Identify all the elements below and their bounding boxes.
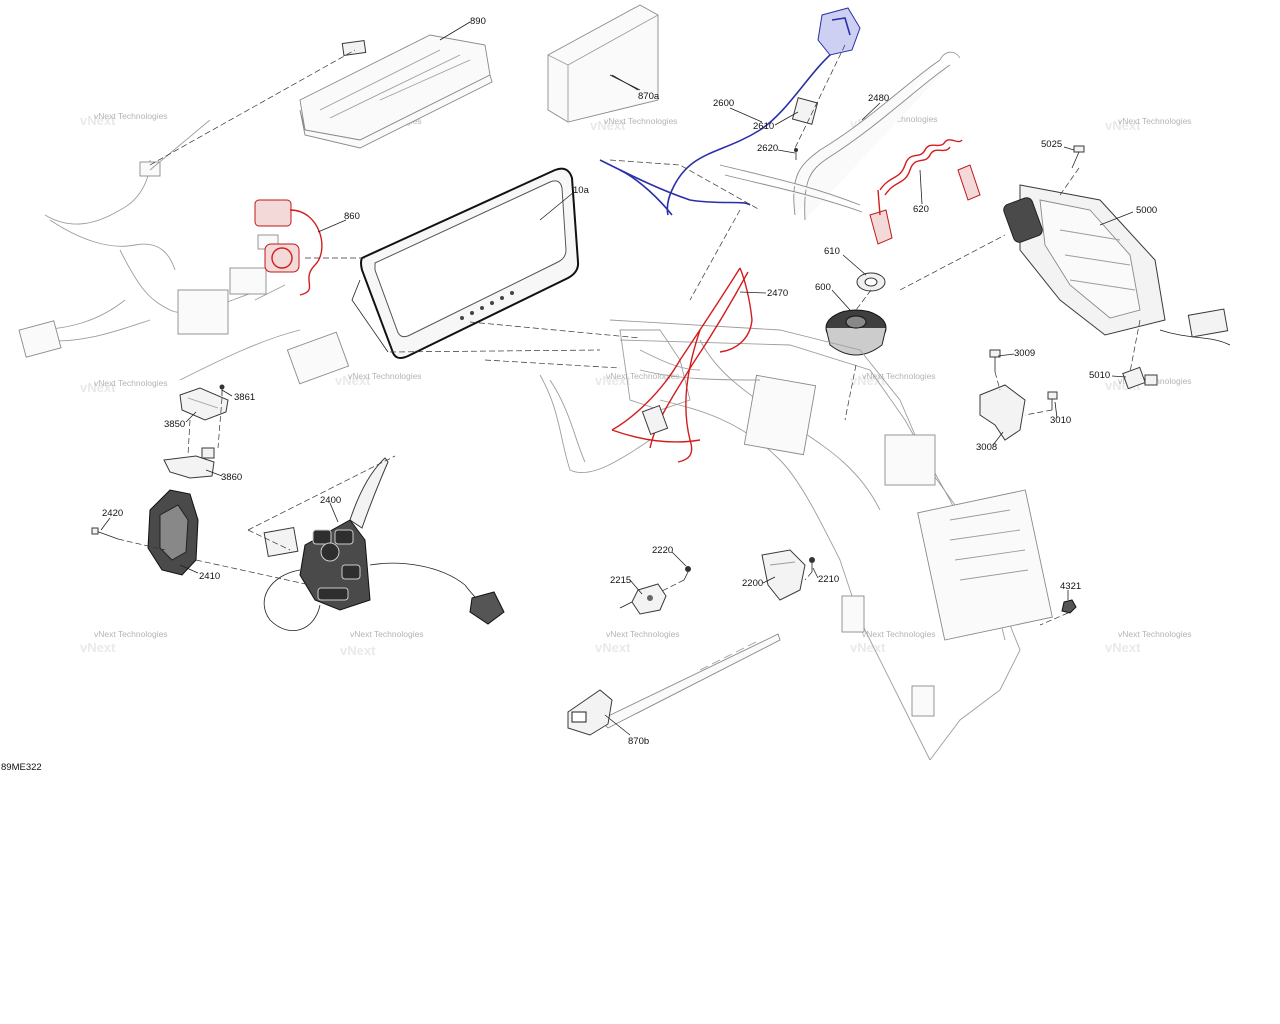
watermark: vNext Technologies [606,371,680,381]
callout-2600: 2600 [713,98,734,109]
callout-3860: 3860 [221,472,242,483]
callout-860: 860 [344,211,360,222]
part-2215-sensor [619,583,667,615]
svg-text:vNext: vNext [595,373,631,388]
part-5025-bolt [1071,145,1085,169]
part-2470-red-harness [611,267,753,463]
watermark: vNext Technologies [1118,629,1192,639]
leader-lines [100,74,1134,736]
callout-2215: 2215 [610,575,631,586]
part-2420-screw [91,527,119,540]
svg-text:vNext: vNext [80,380,116,395]
callout-5000: 5000 [1136,205,1157,216]
callout-5010: 5010 [1089,370,1110,381]
left-wiring-harness [18,119,350,385]
part-5000-ecm [1003,184,1231,346]
part-2600-blue-harness [599,7,861,216]
part-2400-switch-assembly [263,457,505,631]
part-4321-nut [1061,599,1077,614]
watermark: vNext Technologies [94,378,168,388]
part-2210-screw [809,557,815,572]
callout-labels: 890 870a 2600 2610 2620 2480 620 860 10a… [102,16,1157,747]
callout-2620: 2620 [757,143,778,154]
callout-2420: 2420 [102,508,123,519]
callout-4321: 4321 [1060,581,1081,592]
svg-text:vNext: vNext [590,118,626,133]
callout-2480: 2480 [868,93,889,104]
callout-890: 890 [470,16,486,27]
svg-text:vNext: vNext [1105,118,1141,133]
part-890-storage-case [299,21,493,149]
svg-text:vNext: vNext [850,373,886,388]
svg-text:vNext: vNext [595,640,631,655]
part-860-red-connector [254,199,323,296]
watermark: vNext Technologies [862,629,936,639]
part-2620-screw [794,148,798,160]
part-870a-manual [547,4,659,123]
central-frame [539,319,1053,761]
part-610-ring [856,272,886,292]
watermark-layer: vNext vNext Technologies vNext vNext Tec… [80,111,1192,658]
part-3850-module [179,387,229,421]
watermark: vNext Technologies [862,371,936,381]
callout-2470: 2470 [767,288,788,299]
callout-600: 600 [815,282,831,293]
watermark: vNext Technologies [94,111,168,121]
svg-text:vNext: vNext [850,640,886,655]
svg-text:vNext: vNext [335,373,371,388]
watermark: vNext Technologies [348,371,422,381]
callout-2400: 2400 [320,495,341,506]
callout-2610: 2610 [753,121,774,132]
part-620-lanyard [869,139,981,245]
part-10a-display [351,167,580,359]
callout-870a: 870a [638,91,660,102]
callout-10a: 10a [573,185,590,196]
callout-610: 610 [824,246,840,257]
watermark: vNext Technologies [94,629,168,639]
watermark: vNext Technologies [604,116,678,126]
callout-2410: 2410 [199,571,220,582]
svg-text:vNext: vNext [80,640,116,655]
callout-2210: 2210 [818,574,839,585]
watermark: vNext Technologies [350,629,424,639]
part-2410-housing [147,489,199,576]
part-2200-sensor [761,549,806,601]
callout-2220: 2220 [652,545,673,556]
callout-3008: 3008 [976,442,997,453]
part-870b-cable-tie [567,633,781,736]
watermark: vNext Technologies [864,114,938,124]
callout-3010: 3010 [1050,415,1071,426]
part-3860-bracket [163,447,215,479]
callout-3861: 3861 [234,392,255,403]
part-2480-hose [719,51,961,221]
callout-620: 620 [913,204,929,215]
callout-2200: 2200 [742,578,763,589]
watermark: vNext Technologies [606,629,680,639]
callout-5025: 5025 [1041,139,1062,150]
part-2220-screw [683,566,691,581]
svg-text:vNext: vNext [80,113,116,128]
callout-870b: 870b [628,736,649,747]
part-3010-bolt [1047,391,1058,410]
part-3008-bracket [979,384,1026,441]
callout-3850: 3850 [164,419,185,430]
part-5010-connector [1122,366,1158,390]
svg-text:vNext: vNext [340,643,376,658]
part-3009-bolt [989,349,1001,372]
watermark: vNext Technologies [1118,116,1192,126]
callout-3009: 3009 [1014,348,1035,359]
part-2610-clip [791,97,819,125]
assembly-lines [117,44,1141,626]
svg-text:vNext: vNext [1105,640,1141,655]
part-600-switch [825,309,887,356]
diagram-code: 89ME322 [1,762,42,773]
